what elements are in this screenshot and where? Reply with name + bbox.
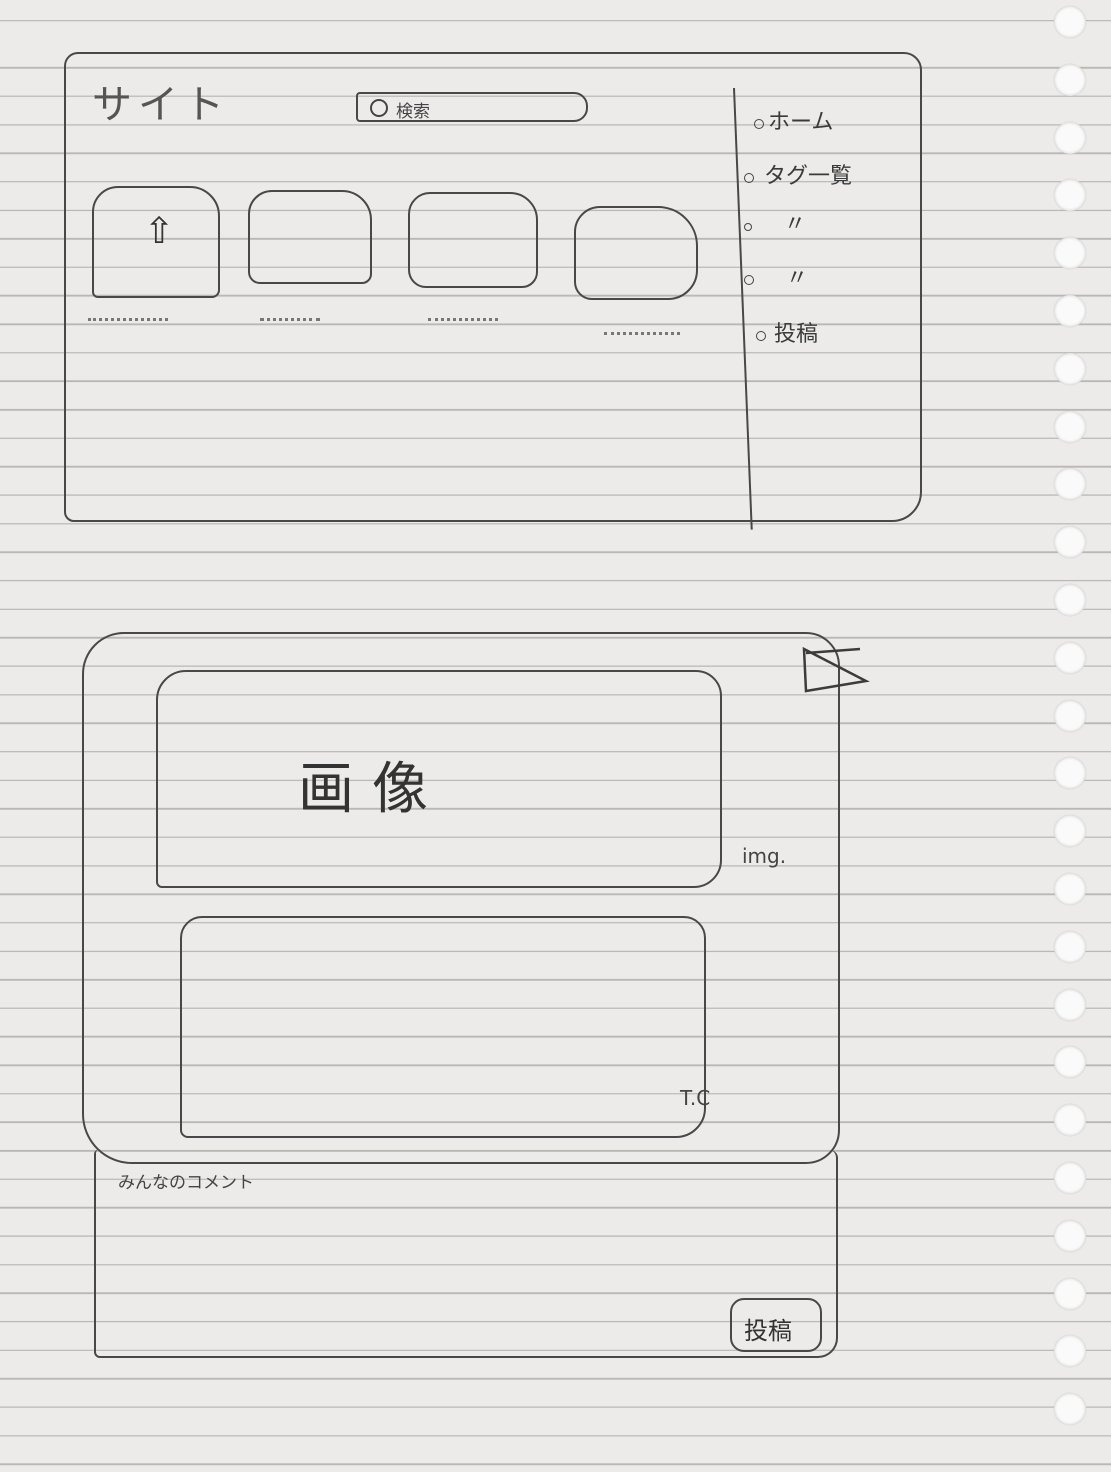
- close-icon[interactable]: [800, 645, 870, 695]
- sidebar-item-post[interactable]: 投稿: [756, 316, 818, 348]
- binder-hole: [1054, 1393, 1086, 1426]
- text-area: [180, 916, 706, 1138]
- binder-hole: [1054, 352, 1086, 385]
- binder-hole: [1054, 815, 1086, 848]
- binder-hole: [1054, 1335, 1086, 1368]
- sidebar-item-tags[interactable]: タグ一覧: [744, 158, 852, 190]
- thumbnail-caption: [260, 318, 320, 321]
- sidebar-item-label: ホーム: [768, 110, 834, 135]
- binder-hole: [1054, 295, 1086, 327]
- binder-hole: [1054, 526, 1086, 559]
- binder-hole: [1054, 584, 1086, 616]
- binder-hole: [1054, 757, 1086, 790]
- sidebar-item[interactable]: 〃: [744, 260, 808, 292]
- binder-hole: [1054, 930, 1086, 963]
- binder-hole: [1054, 1104, 1086, 1137]
- sidebar-item-label: 投稿: [774, 322, 819, 347]
- image-area: 画像: [156, 670, 722, 888]
- binder-hole: [1054, 641, 1086, 674]
- sidebar-item-label: 〃: [786, 266, 809, 291]
- thumbnail-card[interactable]: ⇧: [92, 186, 220, 298]
- binder-hole: [1054, 1162, 1086, 1194]
- binder-hole: [1054, 1277, 1086, 1310]
- binder-hole: [1054, 1046, 1086, 1079]
- thumbnail-caption: [88, 318, 168, 321]
- bullet-icon: [744, 173, 754, 183]
- post-button-label: 投稿: [744, 1317, 792, 1345]
- binder-hole: [1054, 699, 1086, 732]
- binder-hole: [1054, 873, 1086, 905]
- binder-hole: [1054, 468, 1086, 501]
- bullet-icon: [744, 275, 754, 285]
- image-note: img.: [742, 844, 787, 868]
- thumbnail-card[interactable]: [408, 192, 538, 288]
- comments-heading: みんなのコメント: [118, 1173, 254, 1193]
- binder-hole: [1054, 410, 1086, 443]
- comments-panel: [94, 1150, 838, 1358]
- thumbnail-caption: [428, 318, 498, 321]
- search-label: 検索: [396, 102, 430, 122]
- site-title: サイト: [92, 82, 230, 128]
- binder-hole: [1054, 121, 1086, 154]
- binder-hole: [1054, 1219, 1086, 1252]
- thumbnail-card[interactable]: [574, 206, 698, 300]
- search-icon: [370, 99, 388, 117]
- bullet-icon: [744, 223, 752, 231]
- binder-hole: [1054, 988, 1086, 1021]
- cursor-arrow-icon: ⇧: [144, 211, 175, 252]
- text-note: T.C: [680, 1086, 711, 1110]
- modal-frame: [82, 632, 840, 1164]
- site-page-frame: [64, 52, 922, 522]
- binder-hole: [1054, 179, 1086, 212]
- bullet-icon: [754, 119, 764, 129]
- bullet-icon: [756, 331, 766, 341]
- thumbnail-caption: [604, 332, 680, 335]
- image-placeholder-label: 画像: [298, 757, 446, 822]
- sidebar-item-label: 〃: [784, 212, 807, 237]
- binder-hole: [1054, 237, 1086, 270]
- thumbnail-card[interactable]: [248, 190, 372, 284]
- binder-hole: [1054, 6, 1086, 38]
- binder-hole: [1054, 63, 1086, 96]
- sidebar-item-home[interactable]: ホーム: [754, 104, 833, 136]
- post-button[interactable]: 投稿: [730, 1298, 822, 1352]
- sidebar-item[interactable]: 〃: [744, 206, 806, 238]
- sidebar-item-label: タグ一覧: [764, 164, 853, 189]
- search-box[interactable]: 検索: [356, 92, 588, 122]
